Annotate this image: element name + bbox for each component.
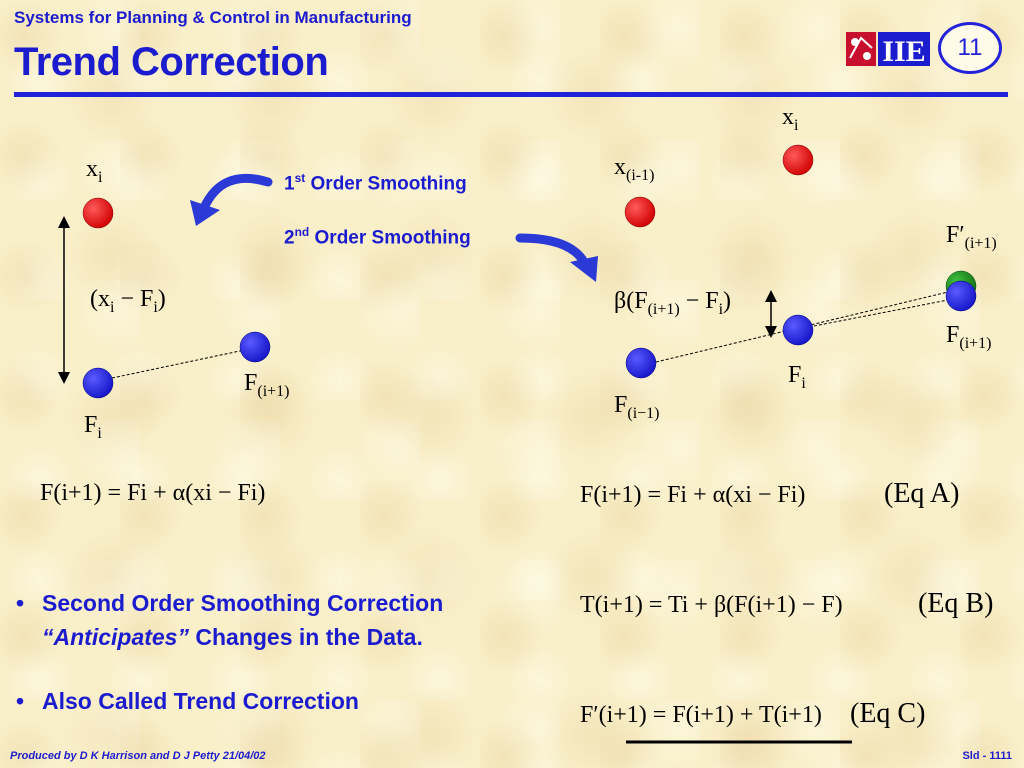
title-divider [14,92,1008,97]
right-prev-actual-point [624,196,656,228]
slide-title: Trend Correction [14,40,329,84]
bullet-list: • Second Order Smoothing Correction “Ant… [16,586,556,748]
equation-b: T(i+1) = Ti + β(F(i+1) − F) [580,592,843,618]
bullet-item-1: • Second Order Smoothing Correction “Ant… [16,586,556,654]
first-order-label: 1st Order Smoothing [284,171,467,195]
footer-credit: Produced by D K Harrison and D J Petty 2… [10,750,266,762]
left-actual-point [82,197,114,229]
left-equation: F(i+1) = Fi + α(xi − Fi) [40,480,266,506]
equation-a: F(i+1) = Fi + α(xi − Fi) [580,482,806,508]
equation-b-tag: (Eq B) [918,588,994,619]
corrected-forecast-label: F′(i+1) [946,222,997,252]
right-actual-point [782,144,814,176]
right-x-prev-label: x(i-1) [614,154,655,184]
right-forecast-point [782,314,814,346]
right-next-forecast-point [945,280,977,312]
right-next-forecast-label: F(i+1) [946,322,992,352]
bullet-dot-icon: • [16,590,25,616]
left-x-label: xi [86,156,103,186]
right-prev-forecast-label: F(i−1) [614,392,660,422]
left-next-forecast-label: F(i+1) [244,370,290,400]
right-trend-line-2 [813,299,949,327]
left-difference-label: (xi − Fi) [90,286,166,316]
right-x-label: xi [782,104,799,134]
right-prev-forecast-point [625,347,657,379]
footer-slide-id: Sld - 1111 [962,750,1012,762]
second-order-arrow [515,233,598,282]
iie-logo: IIE [846,32,930,68]
beta-difference-label: β(F(i+1) − Fi) [614,288,732,318]
left-trend-line [111,347,255,379]
svg-text:IIE: IIE [882,35,925,68]
bullet-dot-icon: • [16,688,25,714]
equation-c: F′(i+1) = F(i+1) + T(i+1) [580,702,822,728]
slide-subtitle: Systems for Planning & Control in Manufa… [14,8,412,27]
second-order-label: 2nd Order Smoothing [284,225,471,249]
slide-number-badge: 11 [938,22,1002,74]
equation-c-tag: (Eq C) [850,698,926,729]
left-next-forecast-point [239,331,271,363]
equation-a-tag: (Eq A) [884,478,960,509]
left-forecast-label: Fi [84,412,102,442]
first-order-arrow [190,173,273,226]
right-forecast-label: Fi [788,362,806,392]
left-forecast-point [82,367,114,399]
bullet-item-2: • Also Called Trend Correction [16,684,556,718]
